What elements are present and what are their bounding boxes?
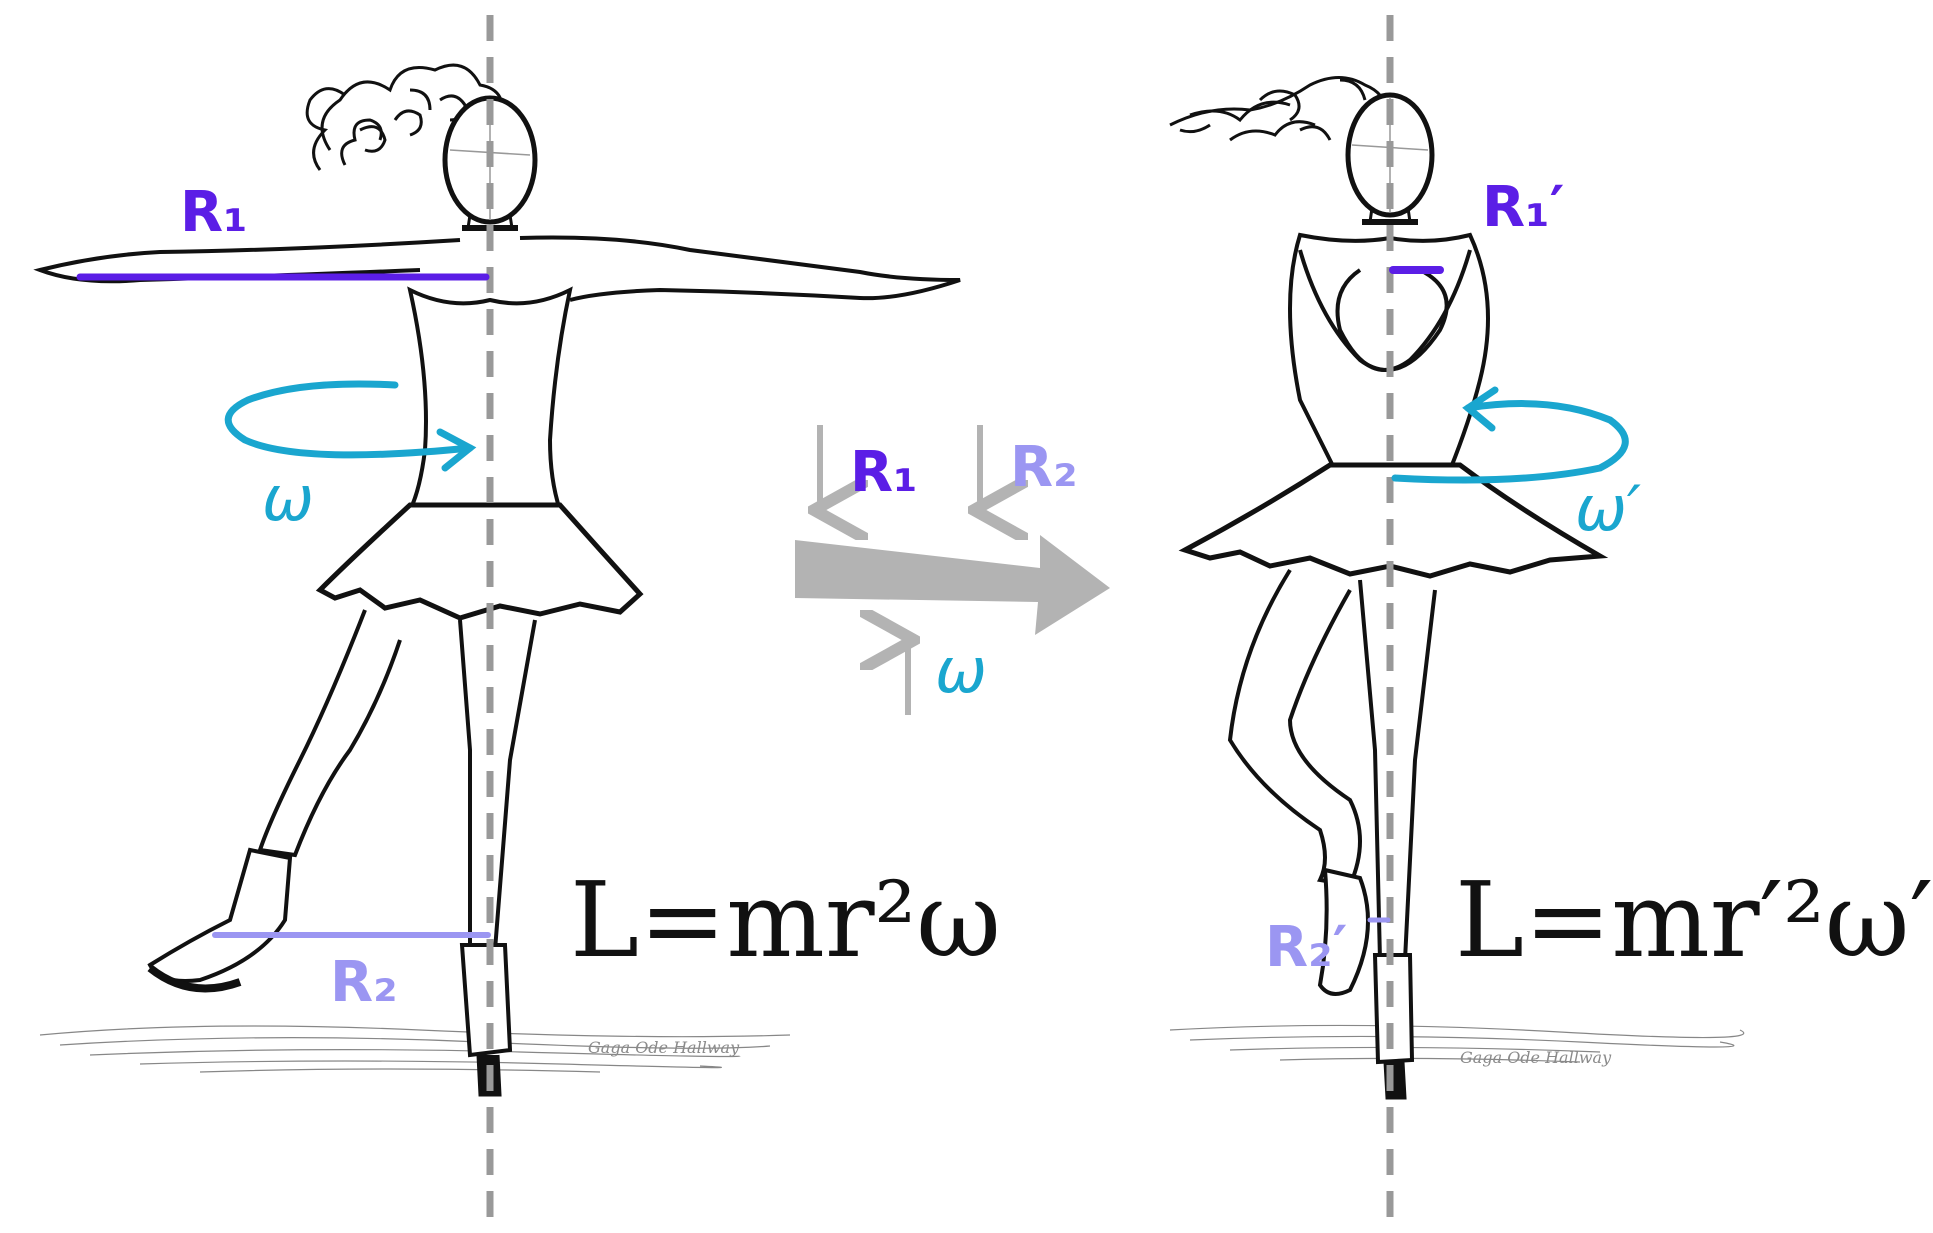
left-skirt [315,502,644,621]
left-leg-standing [458,619,537,952]
diagram-canvas [33,15,1745,1228]
transition-arrow [795,535,1110,635]
right-signature: Gaga Ode Hallway [1460,1048,1612,1067]
right-omega-arrow [1391,386,1629,484]
right-r1-label: R₁′ [1482,175,1565,240]
right-equation: L=mr′²ω′ [1455,859,1933,981]
right-skate-standing [1372,953,1415,1065]
angular-momentum-diagram: R₁ R₂ ω L=mr²ω Gaga Ode Hallway R₁ R₂ ω … [33,15,1933,1228]
middle-r2-label: R₂ [1010,435,1078,500]
right-leg-bent [1227,568,1362,888]
left-signature: Gaga Ode Hallway [588,1038,740,1057]
left-omega-label: ω [262,462,314,535]
left-r1-label: R₁ [180,180,248,245]
right-hair [1169,76,1388,142]
transition-group [795,425,1110,715]
left-skate-back [147,847,293,983]
left-skate-standing [459,943,513,1058]
right-skate-bent [1317,867,1370,996]
middle-omega-label: ω [935,634,987,707]
right-leg-standing [1358,579,1437,962]
right-omega-label: ω′ [1575,472,1641,545]
right-r2-label: R₂′ [1265,915,1348,980]
left-r2-label: R₂ [330,950,398,1015]
middle-r1-label: R₁ [850,440,918,505]
left-skater [33,63,961,1097]
left-arm-right [519,235,961,302]
left-leg-back [257,609,402,858]
right-ice-shadow [1169,1024,1745,1063]
left-equation: L=mr²ω [570,859,1002,981]
left-omega-arrow [224,380,477,472]
